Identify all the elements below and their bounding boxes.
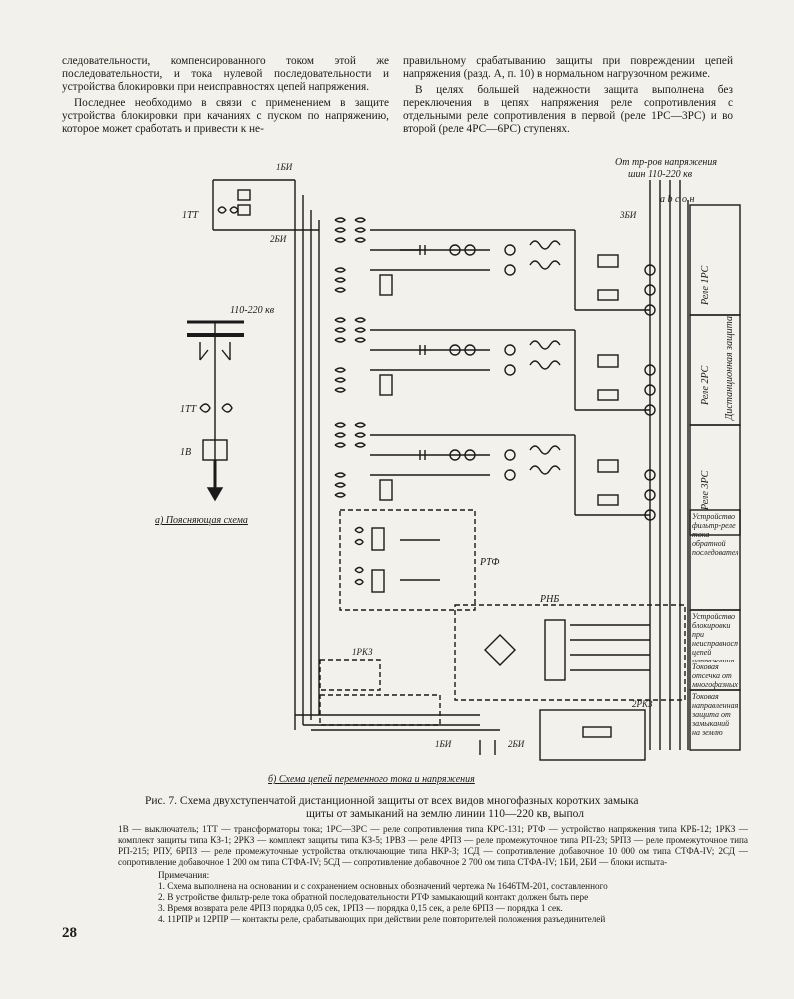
subfigure-b-label: б) Схема цепей переменного тока и напряж… [268,774,475,785]
right-label-voltage-blocking: Устройство блокировки при неисправностях… [692,612,738,662]
right-label-relay-3: Реле 3РС [700,470,711,511]
voltage-source-label-1: От тр-ров напряжения [615,157,717,168]
figure-caption: Рис. 7. Схема двухступенчатой дистанцион… [145,795,745,821]
left-text-column: следовательности, компенсированного токо… [62,55,389,139]
relay-rtf-label: РТФ [479,557,499,568]
figure-legend: 1В — выключатель; 1ТТ — трансформаторы т… [118,824,748,925]
ct-small-label: 1ТТ [180,404,198,415]
note-3: 3. Время возврата реле 4РПЗ порядка 0,05… [158,903,563,913]
block-1bi-bottom-label: 1БИ [435,739,452,749]
right-label-distance-protection: Дистанционная защита [724,316,735,421]
page-number: 28 [62,925,77,941]
right-text-column: правильному срабатыванию защиты при повр… [403,55,733,139]
ct-label: 1ТТ [182,210,200,221]
note-2: 2. В устройстве фильтр-реле тока обратно… [158,892,589,902]
right-paragraph-2: В целях большей надежности защита выполн… [403,84,733,135]
right-paragraph-1: правильному срабатыванию защиты при повр… [403,55,733,80]
phase-bus-labels: a b c o н [660,194,694,205]
relay-rnb-label: РНБ [539,594,559,605]
left-paragraph-1: следовательности, компенсированного токо… [62,55,389,93]
block-2bi-bottom-label: 2БИ [508,739,525,749]
legend-text: 1В — выключатель; 1ТТ — трансформаторы т… [118,824,748,867]
relay-1rkz-label: 1РКЗ [352,647,373,657]
subfigure-a-label: а) Поясняющая схема [155,515,248,526]
right-label-current-cutoff: Токовая отсечка от многофазных к.з. [692,662,738,692]
block-1bi-label: 1БИ [276,162,293,172]
relay-2rkz-label: 2РКЗ [632,699,653,709]
circuit-schematic: От тр-ров напряжения шин 110-220 кв a b … [155,157,741,785]
right-label-filter-relay: Устройство фильтр-реле тока обратной пос… [692,512,738,557]
block-3bi-label: 3БИ [619,210,637,220]
caption-line-1: Рис. 7. Схема двухступенчатой дистанцион… [145,795,639,807]
block-2bi-top-label: 2БИ [270,234,287,244]
note-4: 4. 11РПР и 12РПР — контакты реле, срабат… [158,914,606,924]
note-1: 1. Схема выполнена на основании и с сохр… [158,881,608,891]
right-label-relay-1: Реле 1РС [700,265,711,306]
voltage-source-label-2: шин 110-220 кв [628,169,693,180]
breaker-label: 1В [180,447,191,458]
voltage-rating-label: 110-220 кв [230,305,275,316]
left-paragraph-2: Последнее необходимо в связи с применени… [62,97,389,135]
notes-header: Примечания: [158,870,210,880]
right-label-relay-2: Реле 2РС [700,365,711,406]
caption-line-2: щиты от замыканий на землю линии 110—220… [306,808,584,820]
right-label-earth-fault-protection: Токовая направленная защита от замыканий… [692,692,738,737]
